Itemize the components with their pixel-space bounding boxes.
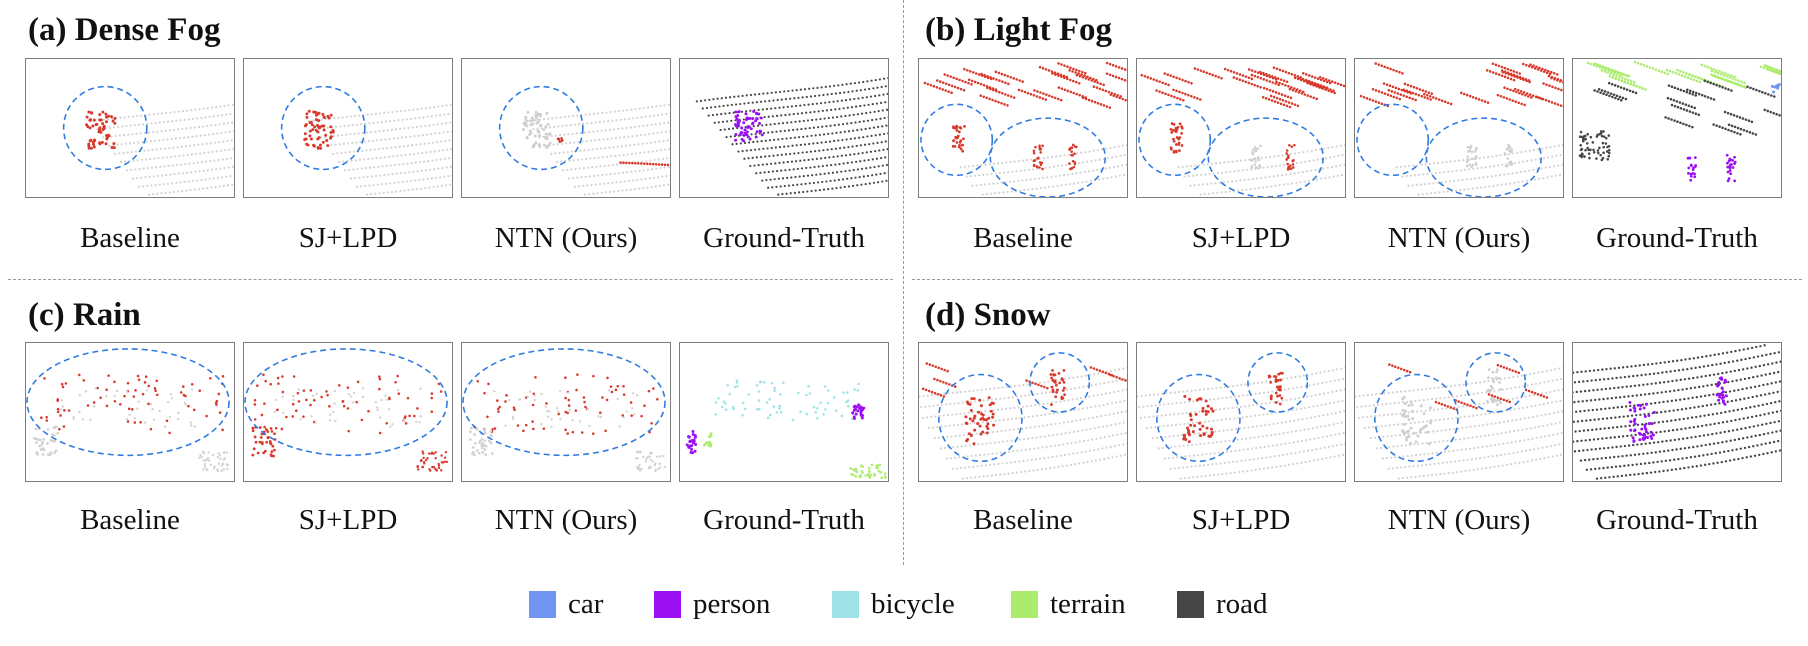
caption-a-baseline: Baseline bbox=[80, 222, 180, 254]
horizontal-divider-right bbox=[912, 279, 1802, 280]
caption-b-ntn: NTN (Ours) bbox=[1387, 222, 1531, 254]
point-cloud-b-baseline bbox=[920, 61, 1127, 197]
point-cloud-d-sjlpd bbox=[1137, 352, 1345, 480]
caption-a-sjlpd: SJ+LPD bbox=[298, 222, 398, 254]
legend-label-terrain: terrain bbox=[1050, 588, 1126, 620]
legend-swatch-person bbox=[654, 590, 681, 618]
thumb-c-ntn bbox=[461, 342, 671, 482]
panel-title-a: (a) Dense Fog bbox=[28, 12, 221, 48]
legend-swatch-road bbox=[1177, 590, 1204, 618]
point-cloud-b-sjlpd bbox=[1138, 66, 1345, 197]
legend-swatch-terrain bbox=[1011, 590, 1038, 618]
caption-d-ground-truth: Ground-Truth bbox=[1596, 504, 1758, 536]
point-cloud-a-ntn bbox=[498, 85, 670, 196]
panel-title-c: (c) Rain bbox=[28, 297, 141, 333]
thumb-c-sjlpd bbox=[243, 342, 453, 482]
caption-c-ntn: NTN (Ours) bbox=[494, 504, 638, 536]
point-cloud-b-ntn bbox=[1356, 62, 1563, 197]
point-cloud-b-ground-truth bbox=[1578, 60, 1781, 183]
horizontal-divider-left bbox=[8, 279, 893, 280]
point-cloud-a-ground-truth bbox=[695, 76, 888, 196]
legend: car person bicycle terrain road bbox=[0, 588, 1808, 620]
thumb-c-baseline bbox=[25, 342, 235, 482]
caption-c-ground-truth: Ground-Truth bbox=[703, 504, 865, 536]
panel-title-b: (b) Light Fog bbox=[925, 12, 1113, 48]
point-cloud-c-baseline bbox=[26, 348, 230, 473]
thumb-d-ground-truth bbox=[1572, 342, 1782, 482]
thumb-a-sjlpd bbox=[243, 58, 453, 198]
thumb-a-ground-truth bbox=[679, 58, 889, 198]
legend-item-car: car bbox=[529, 588, 603, 620]
point-cloud-d-baseline bbox=[919, 352, 1127, 480]
thumb-b-baseline bbox=[918, 58, 1128, 198]
point-cloud-d-ground-truth bbox=[1573, 344, 1781, 480]
thumb-b-ground-truth bbox=[1572, 58, 1782, 198]
legend-item-road: road bbox=[1177, 588, 1268, 620]
caption-d-ntn: NTN (Ours) bbox=[1387, 504, 1531, 536]
thumb-b-sjlpd bbox=[1136, 58, 1346, 198]
legend-item-terrain: terrain bbox=[1011, 588, 1126, 620]
thumb-d-sjlpd bbox=[1136, 342, 1346, 482]
caption-d-sjlpd: SJ+LPD bbox=[1191, 504, 1291, 536]
legend-swatch-car bbox=[529, 590, 556, 618]
legend-label-person: person bbox=[693, 588, 771, 620]
point-cloud-a-sjlpd bbox=[280, 85, 452, 196]
caption-b-sjlpd: SJ+LPD bbox=[1191, 222, 1291, 254]
caption-d-baseline: Baseline bbox=[973, 504, 1073, 536]
legend-label-car: car bbox=[568, 588, 604, 620]
thumb-a-baseline bbox=[25, 58, 235, 198]
legend-swatch-bicycle bbox=[832, 590, 859, 618]
legend-item-bicycle: bicycle bbox=[832, 588, 955, 620]
caption-b-baseline: Baseline bbox=[973, 222, 1073, 254]
thumb-d-baseline bbox=[918, 342, 1128, 482]
point-cloud-c-ntn bbox=[462, 348, 666, 473]
thumb-a-ntn bbox=[461, 58, 671, 198]
point-cloud-c-ground-truth bbox=[685, 379, 887, 480]
panel-title-d: (d) Snow bbox=[925, 297, 1051, 333]
caption-a-ntn: NTN (Ours) bbox=[494, 222, 638, 254]
legend-item-person: person bbox=[654, 588, 770, 620]
vertical-divider bbox=[903, 0, 904, 565]
point-cloud-d-ntn bbox=[1355, 352, 1563, 480]
point-cloud-a-baseline bbox=[62, 85, 234, 196]
thumb-d-ntn bbox=[1354, 342, 1564, 482]
caption-a-ground-truth: Ground-Truth bbox=[703, 222, 865, 254]
caption-b-ground-truth: Ground-Truth bbox=[1596, 222, 1758, 254]
caption-c-sjlpd: SJ+LPD bbox=[298, 504, 398, 536]
point-cloud-c-sjlpd bbox=[244, 348, 449, 472]
thumb-c-ground-truth bbox=[679, 342, 889, 482]
legend-label-road: road bbox=[1216, 588, 1268, 620]
caption-c-baseline: Baseline bbox=[80, 504, 180, 536]
thumb-b-ntn bbox=[1354, 58, 1564, 198]
legend-label-bicycle: bicycle bbox=[871, 588, 955, 620]
